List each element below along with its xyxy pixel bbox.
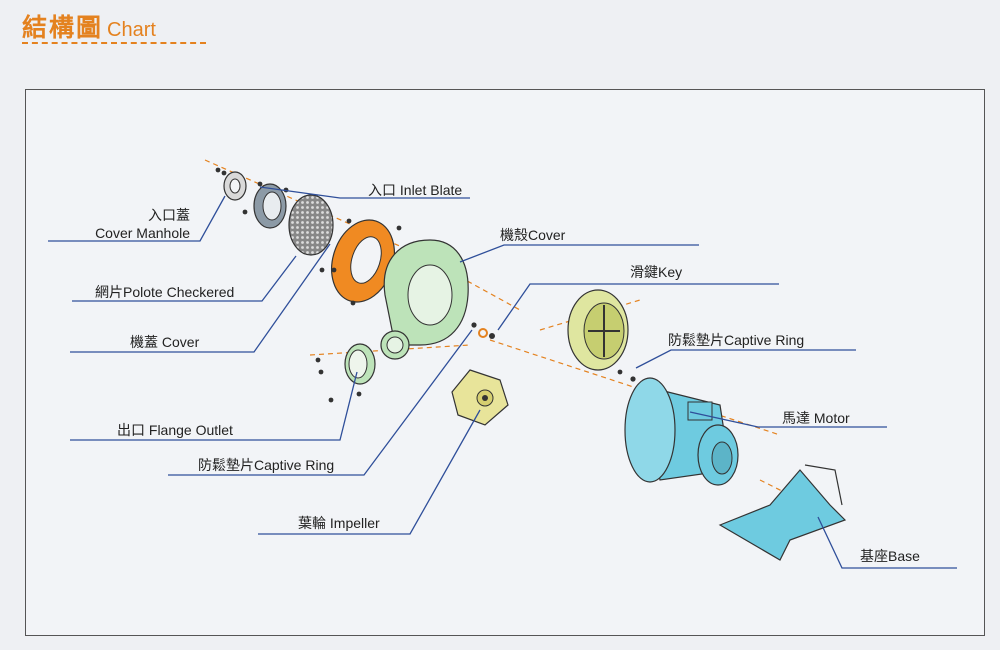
polote-checkered-part bbox=[288, 194, 334, 273]
callout-labels: 入口 Inlet Blate 入口蓋 Cover Manhole 機殼Cover… bbox=[95, 182, 920, 564]
housing-cover-part bbox=[380, 239, 469, 360]
title-dashed-rule bbox=[22, 42, 206, 44]
title-english: Chart bbox=[107, 19, 156, 41]
label-flange-outlet: 出口 Flange Outlet bbox=[117, 422, 233, 438]
impeller-part bbox=[451, 369, 509, 426]
motor-part bbox=[624, 377, 739, 486]
leader-lines bbox=[48, 186, 957, 569]
label-captive-ring-right: 防鬆墊片Captive Ring bbox=[668, 332, 804, 348]
label-cover-manhole-en: Cover Manhole bbox=[95, 225, 190, 241]
label-cover-manhole-zh: 入口蓋 bbox=[148, 207, 190, 223]
label-base: 基座Base bbox=[860, 548, 920, 564]
flange-outlet-part bbox=[315, 343, 376, 403]
label-key: 滑鍵Key bbox=[630, 264, 682, 280]
title-chinese: 結構圖 bbox=[22, 13, 104, 42]
label-impeller: 葉輪 Impeller bbox=[298, 515, 380, 531]
label-captive-ring-left: 防鬆墊片Captive Ring bbox=[198, 457, 334, 473]
label-motor: 馬達 Motor bbox=[782, 410, 850, 426]
diagram-frame bbox=[25, 89, 985, 636]
inlet-blate-part bbox=[253, 181, 289, 229]
key-wheel-part bbox=[567, 289, 636, 382]
captive-ring-washer-part bbox=[471, 322, 495, 339]
label-machine-cover: 機蓋 Cover bbox=[130, 334, 200, 350]
label-inlet-blate: 入口 Inlet Blate bbox=[368, 182, 462, 198]
base-part bbox=[718, 464, 847, 561]
label-housing-cover: 機殼Cover bbox=[500, 227, 566, 243]
cover-manhole-part bbox=[215, 167, 248, 215]
label-polote-checkered: 網片Polote Checkered bbox=[95, 284, 234, 300]
